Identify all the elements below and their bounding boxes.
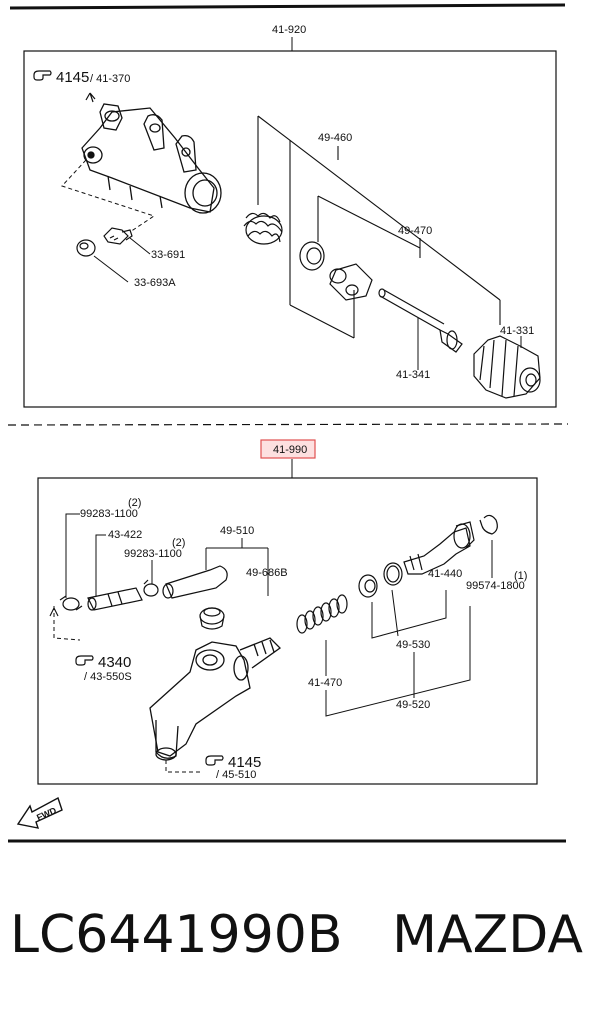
label-49-520[interactable]: 49-520: [396, 699, 430, 711]
ref-arrow: [85, 92, 96, 103]
dashed-separator: [7, 423, 569, 426]
label-33-693a[interactable]: 33-693A: [134, 277, 176, 289]
label-41-341[interactable]: 41-341: [396, 369, 430, 381]
bracket-49-510: [205, 538, 269, 596]
part-number: LC6441990B: [10, 905, 343, 965]
footer-gap: [343, 905, 393, 965]
part-number-footer: LC6441990B MAZDA: [10, 895, 595, 975]
kit-49-460-bracket: [257, 115, 501, 339]
label-99283-top[interactable]: 99283-1100: [80, 508, 138, 520]
bottom-panel-frame: [37, 477, 538, 785]
qty-snap: (1): [514, 570, 527, 582]
pointing-hand-icon: [33, 70, 52, 81]
hose: [87, 587, 143, 611]
brand-name: MAZDA: [392, 905, 583, 965]
ref-number: 4145: [56, 69, 89, 86]
ref-sub: / 43-550S: [84, 671, 132, 683]
highlight-box: [260, 439, 316, 459]
top-assembly-label[interactable]: 41-920: [272, 24, 306, 36]
label-33-691[interactable]: 33-691: [151, 249, 185, 261]
o-ring: [383, 562, 403, 586]
label-49-470[interactable]: 49-470: [398, 225, 432, 237]
label-43-422[interactable]: 43-422: [108, 529, 142, 541]
leader-43-422: [95, 534, 106, 596]
bracket-49-530: [371, 589, 447, 639]
ref-4340[interactable]: 4340 / 43-550S: [75, 654, 132, 683]
label-41-331[interactable]: 41-331: [500, 325, 534, 337]
ref-number: 4340: [98, 654, 131, 671]
leader-33-693a: [93, 255, 129, 283]
bleeder-cap: [76, 239, 96, 257]
bottom-panel: 41-990 (2) 99283-1100 43-422 (2) 99283-1…: [37, 439, 538, 785]
spring: [296, 594, 348, 634]
leader-99283-top: [65, 513, 80, 598]
ref-4145-bottom[interactable]: 4145 / 45-510: [205, 754, 261, 781]
label-41-440[interactable]: 41-440: [428, 568, 462, 580]
piston-assembly: [403, 521, 475, 575]
ref-4145-top[interactable]: 4145 / 41-370: [33, 69, 130, 86]
seal-cup: [358, 574, 378, 598]
qty-top: (2): [128, 497, 141, 509]
reservoir-tube: [162, 565, 228, 599]
bleeder-dashed-leader: [61, 159, 156, 233]
pointing-hand-icon: [205, 755, 224, 766]
ref-number: 4145: [228, 754, 261, 771]
top-rule: [9, 3, 566, 10]
pointing-hand-icon: [75, 655, 94, 666]
hose-clip-b: [143, 579, 159, 597]
ref-sub: / 41-370: [90, 73, 130, 85]
push-rod: [378, 288, 463, 353]
label-99283-mid[interactable]: 99283-1100: [124, 548, 182, 560]
cylinder-body: [149, 637, 282, 761]
bottom-assembly-label[interactable]: 41-990: [273, 444, 307, 456]
ref-4340-dashed: [53, 606, 81, 641]
ref-sub: / 45-510: [216, 769, 256, 781]
top-panel: 41-920 4145 / 41-370: [23, 24, 557, 408]
qty-mid: (2): [172, 537, 185, 549]
bleeder-screw: [103, 227, 133, 245]
label-49-530[interactable]: 49-530: [396, 639, 430, 651]
label-49-510[interactable]: 49-510: [220, 525, 254, 537]
top-panel-frame: [23, 50, 557, 408]
label-41-470[interactable]: 41-470: [308, 677, 342, 689]
ref-4145-dashed: [165, 760, 200, 773]
hose-clip-a: [59, 595, 83, 611]
snap-ring: [479, 514, 498, 535]
piston: [329, 263, 373, 301]
fwd-arrow-icon: FWD: [16, 796, 63, 829]
bracket-49-520: [325, 606, 471, 717]
parts-diagram: 41-920 4145 / 41-370: [7, 3, 569, 843]
dust-boot: [473, 335, 541, 399]
label-99574-1800[interactable]: 99574-1800: [466, 580, 525, 592]
label-49-686b[interactable]: 49-686B: [246, 567, 288, 579]
label-49-460[interactable]: 49-460: [318, 132, 352, 144]
primary-seal: [299, 241, 325, 271]
master-cylinder-body: [81, 103, 222, 214]
grommet: [199, 607, 225, 630]
ref-4340-arrow: [49, 607, 59, 617]
leader-33-691: [129, 237, 151, 255]
kit-49-470-bracket: [317, 195, 421, 338]
return-spring: [243, 212, 283, 245]
